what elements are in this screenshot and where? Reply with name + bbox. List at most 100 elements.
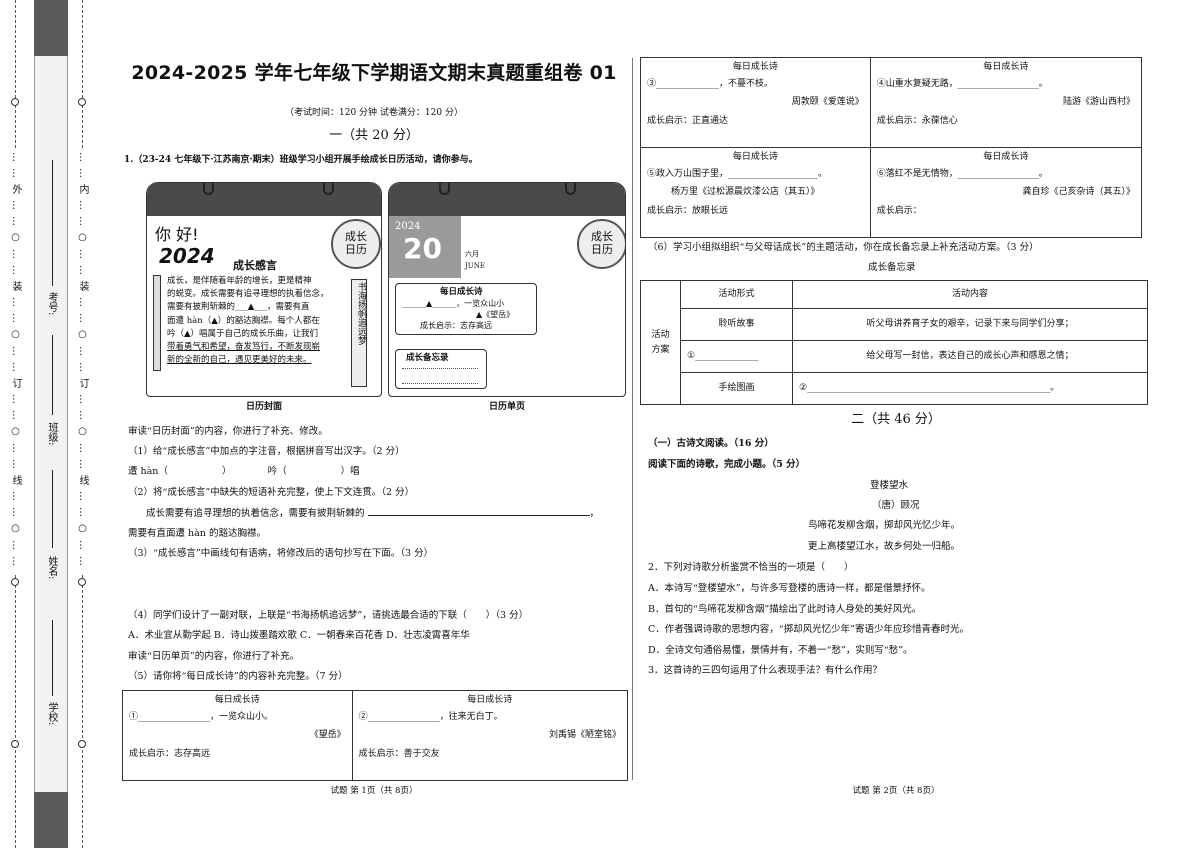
q1-sub2: （2）将“成长感言”中缺失的短语补充完整，使上下文连贯。（2 分） — [128, 487, 415, 498]
q1-intro: 1.（23-24 七年级下·江苏南京·期末）班级学习小组开展手绘成长日历活动，请… — [124, 155, 478, 165]
memo-col2-head: 活动内容 — [792, 280, 1148, 309]
exam-no-label: 考号: — [46, 292, 57, 316]
q1-sub1-answer-row: 遭 hàn（ ） 吟（ ）唱 — [128, 466, 360, 478]
poem-lesson: 成长启示：善于交友 — [358, 748, 440, 759]
inner-seal-label: ……内……○……装……○……订……○……线……○…… — [77, 150, 88, 574]
name-label: 姓名: — [46, 556, 57, 580]
school-field[interactable] — [52, 620, 53, 696]
growth-calendar-badge: 成长 日历 — [331, 219, 381, 269]
calendar-page-caption: 日历单页 — [488, 402, 525, 412]
badge-line-1: 成长 — [591, 230, 613, 244]
poem-cell-5: 每日成长诗 ⑤政入万山围子里，____________________。 杨万里… — [640, 147, 871, 238]
q1-sub4-options: A．术业宜从勤学起 B．诗山拨墨踏欢歌 C．一朝春来百花香 D．壮志凌霄喜年华 — [128, 630, 470, 641]
poem-line-5[interactable]: ⑤政入万山围子里，____________________。 — [647, 169, 828, 180]
q2-stem: 2．下列对诗歌分析鉴赏不恰当的一项是（ ） — [648, 562, 854, 573]
q1-sub1-yin-label: 吟（ — [267, 466, 287, 477]
cover-text-line: 面遭 hàn（▲）的豁达胸襟。每个人都在 — [167, 315, 320, 326]
q2-option-c[interactable]: C．作者强调诗歌的思想内容，“掷却风光忆少年”寄语少年应珍惜青春时光。 — [648, 624, 969, 635]
poem-cell-6: 每日成长诗 ⑥落红不是无情物，__________________。 龚自珍《己… — [869, 147, 1143, 238]
class-label: 班级: — [46, 422, 57, 446]
memo-content-1: 听父母讲养育子女的艰辛，记录下来与同学们分享； — [792, 308, 1148, 341]
poem-line-b: 更上高楼望江水，故乡何处一归船。 — [808, 541, 961, 552]
memo-content-2: 给父母写一封信，表达自己的成长心声和感恩之情； — [792, 340, 1148, 373]
binding-hole — [78, 578, 86, 586]
poem-source: 龚自珍《己亥杂诗（其五）》 — [1022, 186, 1135, 197]
exam-no-field[interactable] — [52, 160, 53, 286]
poem-line-6[interactable]: ⑥落红不是无情物，__________________。 — [876, 169, 1048, 180]
badge-line-2: 日历 — [345, 243, 367, 256]
binding-hole — [11, 98, 19, 106]
read-cover-instruction: 审读“日历封面”的内容，你进行了补充、修改。 — [128, 426, 328, 437]
page-2-footer: 试题 第 2页（共 8页） — [852, 786, 940, 796]
binding-hole — [78, 740, 86, 748]
cover-text-line: 吟（▲）唱属于自己的成长乐曲，让我们 — [167, 328, 319, 339]
school-label: 学校: — [46, 702, 57, 726]
poem-line-3[interactable]: ③______________，不蔓不枝。 — [647, 79, 774, 90]
q2-option-a[interactable]: A．本诗写“登楼望水”，与许多写登楼的唐诗一样，都是借景抒怀。 — [648, 583, 931, 594]
poem-source: 刘禹锡《陋室铭》 — [548, 729, 621, 740]
poem-source: 《望岳》 — [309, 729, 346, 740]
badge-line-2: 日历 — [591, 243, 613, 256]
poem-lesson: 成长启示：放眼长远 — [647, 205, 729, 216]
poem-cell-2: 每日成长诗 ②________________，往来无白丁。 刘禹锡《陋室铭》 … — [351, 690, 629, 781]
q1-sub6: （6）学习小组拟组织“与父母话成长”的主题活动，你在成长备忘录上补充活动方案。（… — [648, 242, 1039, 253]
q1-sub1-han-label: 遭 hàn（ — [128, 466, 168, 477]
section-1-heading: 一（共 20 分） — [329, 128, 419, 143]
calendar-cover: 你 好! 2024 成长 日历 成长感言 成长，是伴随着年龄的增长，更是精神 的… — [146, 182, 382, 397]
exam-info: （考试时间：120 分钟 试卷满分：120 分） — [285, 108, 463, 118]
poem-line-a: 鸟啼花发柳含烟，掷却风光忆少年。 — [808, 520, 961, 531]
memo-form-1: 聆听故事 — [680, 308, 793, 341]
poem-table-2: 每日成长诗 ③______________，不蔓不枝。 周敦颐《爱莲说》 成长启… — [640, 57, 1143, 238]
date-block — [389, 216, 461, 278]
page-month-en: JUNE — [465, 262, 485, 270]
q3-answer-area[interactable] — [648, 684, 1144, 774]
poem-title: 登楼望水 — [870, 480, 909, 491]
memo-lines — [402, 368, 478, 384]
memo-content-3[interactable]: ②_______________________________________… — [792, 372, 1148, 405]
poem-source: 周敦颐《爱莲说》 — [791, 96, 864, 107]
q1-sub3: （3）“成长感言”中画线句有语病，将修改后的语句抄写在下面。（3 分） — [128, 548, 434, 559]
memo-row-head: 活动方案 — [640, 280, 681, 405]
q1-sub2-line2: 需要有直面遭 hàn 的豁达胸襟。 — [128, 528, 266, 539]
poem-heading: 每日成长诗 — [983, 62, 1029, 72]
q1-sub3-answer-area[interactable] — [128, 566, 618, 606]
cover-bracket — [153, 275, 161, 371]
name-field[interactable] — [52, 470, 53, 548]
memo-table-title: 成长备忘录 — [868, 262, 916, 273]
section-2-sub: （一）古诗文阅读。（16 分） — [648, 438, 774, 449]
binding-hole — [11, 578, 19, 586]
binding-hole — [11, 740, 19, 748]
daily-poem-box: 每日成长诗 ______▲______，一览众山小 ▲《望岳》 成长启示：志存高… — [395, 283, 537, 335]
poem-heading: 每日成长诗 — [732, 152, 778, 162]
memo-heading: 成长备忘录 — [406, 353, 449, 363]
cover-text-line: 的蜕变。成长需要有追寻理想的执着信念， — [167, 289, 329, 300]
poem-line-1[interactable]: ①________________，一览众山小。 — [129, 712, 274, 723]
badge-line-1: 成长 — [345, 230, 367, 244]
q1-sub1: （1）给“成长感言”中加点的字注音，根据拼音写出汉字。（2 分） — [128, 446, 405, 457]
q2-option-b[interactable]: B．首句的“鸟啼花发柳含烟”描绘出了此时诗人身处的美好风光。 — [648, 604, 922, 615]
page-2: 每日成长诗 ③______________，不蔓不枝。 周敦颐《爱莲说》 成长启… — [638, 0, 1154, 848]
poem-line-4[interactable]: ④山重水复疑无路，__________________。 — [876, 79, 1048, 90]
poem-table-1: 每日成长诗 ①________________，一览众山小。 《望岳》 成长启示… — [122, 690, 629, 781]
poem-cell-3: 每日成长诗 ③______________，不蔓不枝。 周敦颐《爱莲说》 成长启… — [640, 57, 871, 148]
poem-lesson: 成长启示：正直通达 — [647, 115, 729, 126]
read-page-instruction: 审读“日历单页”的内容，你进行了补充。 — [128, 651, 300, 662]
cover-greeting: 你 好! — [155, 225, 199, 244]
q1-sub5: （5）请你将“每日成长诗”的内容补充完整。（7 分） — [128, 671, 348, 682]
q1-sub2-blank[interactable] — [367, 515, 590, 516]
cover-year: 2024 — [159, 244, 215, 268]
memo-box: 成长备忘录 — [395, 349, 487, 389]
poem-heading: 每日成长诗 — [732, 62, 778, 72]
section-2-heading: 二（共 46 分） — [851, 412, 941, 427]
growth-calendar-badge: 成长 日历 — [577, 219, 625, 269]
poem-line-2[interactable]: ②________________，往来无白丁。 — [358, 712, 503, 723]
poem-source: 陆游《游山西村》 — [1062, 96, 1135, 107]
cover-text: 成长，是伴随着年龄的增长，更是精神 的蜕变。成长需要有追寻理想的执着信念， 需要… — [167, 275, 345, 367]
class-field[interactable] — [52, 335, 53, 415]
poem-lesson: 成长启示：志存高远 — [129, 748, 211, 759]
poem-lesson: 成长启示：永葆信心 — [876, 115, 958, 126]
q2-option-d[interactable]: D．全诗文句通俗易懂，景情并有，不着一“愁”，实则写“愁”。 — [648, 645, 913, 656]
memo-form-2[interactable]: ①______________ — [680, 340, 793, 373]
poem-source: 杨万里《过松源晨炊漆公店（其五）》 — [671, 186, 820, 197]
outer-seal-label: ……外……○……装……○……订……○……线……○…… — [10, 150, 21, 574]
